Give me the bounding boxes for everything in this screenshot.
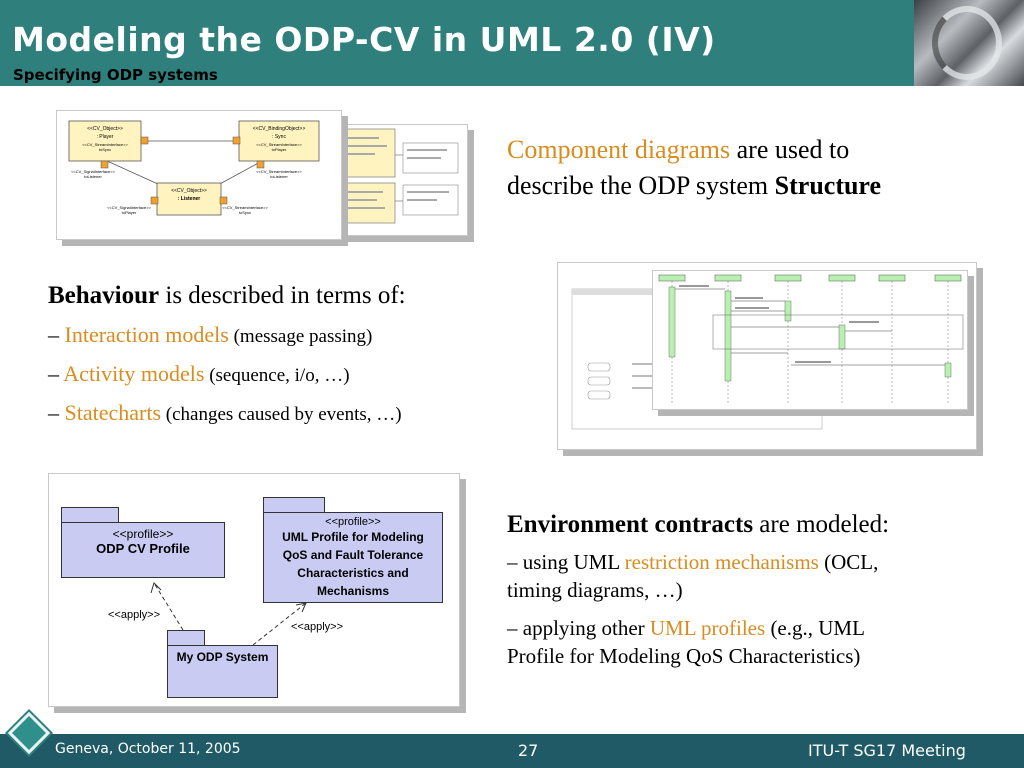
environment-item1-line2: timing diagrams, …)	[507, 578, 683, 602]
component-diagrams-term: Component diagrams	[507, 135, 731, 164]
environment-item2-line1: – applying other UML profiles (e.g., UML	[507, 616, 865, 640]
port	[256, 160, 265, 169]
sync-interface-label: <<CV_StreamInterface>>	[256, 142, 302, 147]
qos-profile-package: <<profile>> UML Profile for Modeling QoS…	[263, 512, 443, 603]
player-component	[68, 120, 142, 162]
slide-title: Modeling the ODP-CV in UML 2.0 (IV)	[12, 20, 716, 59]
interface-label: <<CV_StreamInterface>>	[256, 169, 302, 174]
footer-meeting: ITU-T SG17 Meeting	[808, 741, 966, 760]
interface-name: toSync	[239, 210, 251, 215]
listener-name: : Listener	[178, 196, 201, 202]
odp-profile-name: ODP CV Profile	[96, 541, 190, 556]
environment-item2-line2: Profile for Modeling QoS Characteristics…	[507, 644, 861, 668]
port	[150, 196, 159, 205]
player-interface-label: <<CV_StreamInterface>>	[82, 142, 128, 147]
header-bar	[0, 0, 1024, 86]
component-diagram: <<CV_Object>> : Player <<CV_StreamInterf…	[56, 110, 342, 240]
footer-location-date: Geneva, October 11, 2005	[55, 741, 241, 757]
system-package-name: My ODP System	[176, 650, 269, 664]
collaboration-diagram-mini	[283, 128, 459, 224]
port	[219, 196, 228, 205]
component-text-line1: Component diagrams are used to	[507, 135, 850, 164]
behaviour-item: – Interaction models (message passing)	[48, 322, 373, 347]
interface-name: toListener	[84, 174, 102, 179]
environment-heading: Environment contracts are modeled:	[507, 511, 890, 538]
player-name: : Player	[97, 134, 114, 140]
behaviour-item: – Statecharts (changes caused by events,…	[48, 400, 402, 425]
interface-label: <<CV_StreamInterface>>	[222, 205, 268, 210]
player-stereotype: <<CV_Object>>	[87, 126, 123, 132]
qos-profile-stereotype: <<profile>>	[325, 516, 381, 528]
component-diagram-svg: <<CV_Object>> : Player <<CV_StreamInterf…	[68, 120, 320, 216]
qos-profile-name-line: UML Profile for Modeling	[282, 530, 424, 544]
qos-profile-name-line: QoS and Fault Tolerance	[282, 548, 424, 562]
apply-label-right: <<apply>>	[291, 621, 343, 633]
apply-dependencies	[150, 582, 307, 646]
odp-profile-package: <<profile>> ODP CV Profile	[61, 522, 225, 578]
player-interface-name: toSync	[99, 147, 111, 152]
interface-name: toListener	[270, 174, 288, 179]
port	[140, 136, 149, 145]
qos-profile-name-line: Mechanisms	[316, 584, 390, 598]
behaviour-heading: Behaviour is described in terms of:	[48, 282, 406, 309]
slide-subtitle: Specifying ODP systems	[13, 66, 218, 84]
page-number: 27	[518, 741, 539, 760]
interface-label: <<CV_SignalInterface>>	[71, 169, 115, 174]
header-photo	[914, 0, 1024, 86]
footer-bar	[0, 734, 1024, 768]
environment-item1-line1: – using UML restriction mechanisms (OCL,	[507, 550, 879, 574]
apply-label-left: <<apply>>	[108, 609, 160, 621]
port	[232, 136, 241, 145]
sync-name: : Sync	[272, 134, 286, 140]
apply-arrow-right	[252, 602, 307, 646]
odp-profile-stereotype: <<profile>>	[112, 527, 174, 541]
component-text-line2: describe the ODP system Structure	[507, 171, 882, 200]
listener-stereotype: <<CV_Object>>	[171, 188, 207, 194]
apply-arrow-left	[153, 582, 184, 631]
interface-name: toPlayer	[122, 210, 137, 215]
sync-interface-name: toPlayer	[272, 147, 287, 152]
behaviour-item: – Activity models (sequence, i/o, …)	[48, 361, 350, 386]
port	[100, 160, 109, 169]
sequence-diagram	[652, 270, 968, 410]
qos-profile-name-line: Characteristics and	[297, 566, 409, 580]
sync-stereotype: <<CV_BindingObject>>	[253, 126, 306, 132]
sequence-diagram-svg	[658, 274, 964, 405]
system-package: My ODP System	[167, 645, 278, 698]
interface-label: <<CV_SignalInterface>>	[107, 205, 151, 210]
sync-component	[238, 120, 320, 162]
structure-term: Structure	[774, 171, 882, 200]
